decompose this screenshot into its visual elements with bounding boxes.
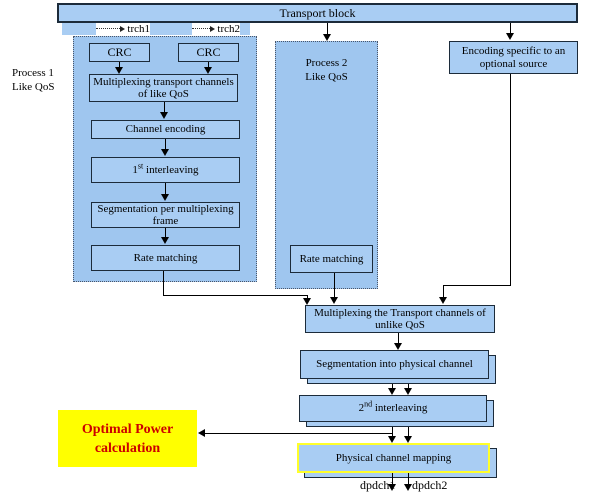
second-interleaving-node: 2nd interleaving — [299, 395, 487, 422]
connector-tb-to-encoding — [510, 23, 511, 34]
arrowhead-segmentation-to-ratematching — [161, 237, 169, 244]
arrowhead-il2-to-mapping-b — [404, 436, 412, 443]
arrowhead-crc1-to-mux — [115, 67, 123, 74]
trch1-chip: trch1 — [96, 23, 150, 35]
connector-tb-to-process2 — [327, 23, 328, 35]
connector-rm1-down — [163, 271, 164, 295]
encoding-optional-source-node: Encoding specific to an optional source — [449, 41, 578, 74]
arrowhead-mapping-to-dpdch2 — [404, 484, 412, 491]
mux-like-qos-node: Multiplexing transport channels of like … — [89, 74, 238, 102]
optimal-power-line1: Optimal Power — [81, 421, 174, 437]
physical-channel-mapping-node: Physical channel mapping — [297, 443, 490, 473]
segmentation-physical-node: Segmentation into physical channel — [300, 350, 489, 379]
connector-interleaving-to-segmentation — [165, 183, 166, 195]
connector-mux-to-encoding — [164, 102, 165, 113]
arrowhead-crc2-to-mux — [204, 67, 212, 74]
dpdch1-label: dpdch1 — [360, 478, 396, 492]
connector-to-optimal-power — [200, 433, 392, 434]
optimal-power-line2: calculation — [94, 440, 161, 456]
arrowhead-mux-to-segphysical — [394, 343, 402, 350]
connector-il2-to-mapping-a — [392, 427, 393, 437]
connector-il2-to-mapping-b — [408, 427, 409, 437]
process2-label-line2: Like QoS — [305, 71, 348, 83]
connector-crc1-to-mux — [119, 62, 120, 68]
connector-segmentation-to-ratematching — [165, 228, 166, 238]
trch2-arrow-icon — [210, 25, 216, 32]
arrowhead-il2-to-mapping-a — [388, 436, 396, 443]
trch1-leader-line — [96, 27, 121, 29]
connector-mapping-to-dpdch2 — [408, 473, 409, 485]
arrowhead-interleaving-to-segmentation — [161, 194, 169, 201]
arrowhead-tb-to-process2 — [323, 34, 331, 41]
trch2-leader-line — [192, 27, 211, 29]
arrowhead-rm1-into-mux — [303, 298, 311, 305]
process2-label-line1: Process 2 — [305, 57, 348, 69]
dpdch2-label: dpdch2 — [412, 478, 448, 492]
arrowhead-to-optimal-power — [198, 429, 205, 437]
trch1-arrow-icon — [120, 25, 126, 32]
connector-segphys-to-il2-a — [392, 384, 393, 389]
arrowhead-rm2-into-mux — [330, 297, 338, 304]
arrowhead-segphys-to-il2-b — [404, 388, 412, 395]
segmentation-frame-node: Segmentation per multiplexing frame — [91, 202, 240, 228]
rate-matching1-node: Rate matching — [91, 245, 240, 271]
connector-encoding-down — [510, 74, 511, 285]
connector-encoding-into-mux — [443, 285, 444, 298]
connector-rm1-across — [163, 295, 308, 296]
connector-rm2-into-mux — [334, 273, 335, 298]
crc2-node: CRC — [178, 43, 239, 62]
channel-encoding-node: Channel encoding — [91, 120, 240, 139]
mux-unlike-qos-node: Multiplexing the Transport channels of u… — [305, 305, 495, 333]
process2-label: Process 2 Like QoS — [275, 56, 378, 84]
connector-segphys-to-il2-b — [408, 384, 409, 389]
transport-block-node: Transport block — [57, 3, 578, 23]
trch2-chip: trch2 — [192, 23, 240, 35]
arrowhead-mux-to-encoding — [160, 112, 168, 119]
process1-label-line1: Process 1 — [12, 67, 54, 79]
arrowhead-mapping-to-dpdch1 — [388, 484, 396, 491]
arrowhead-encoding-to-interleaving — [161, 149, 169, 156]
trch2-label: trch2 — [217, 23, 240, 35]
process1-label: Process 1 Like QoS — [12, 66, 54, 94]
connector-mapping-to-dpdch1 — [392, 473, 393, 485]
trch1-label: trch1 — [127, 23, 150, 35]
arrowhead-encoding-into-mux — [439, 297, 447, 304]
connector-mux-to-segphysical — [398, 333, 399, 344]
connector-encoding-to-interleaving — [165, 139, 166, 150]
connector-crc2-to-mux — [208, 62, 209, 68]
optimal-power-node: Optimal Power calculation — [58, 410, 197, 467]
connector-rm1-into-mux — [307, 295, 308, 299]
first-interleaving-node: 1st interleaving — [91, 157, 240, 183]
process1-label-line2: Like QoS — [12, 81, 55, 93]
crc1-node: CRC — [89, 43, 150, 62]
rate-matching2-node: Rate matching — [290, 245, 373, 273]
connector-encoding-across — [443, 285, 511, 286]
arrowhead-segphys-to-il2-a — [388, 388, 396, 395]
arrowhead-tb-to-encoding — [506, 33, 514, 40]
